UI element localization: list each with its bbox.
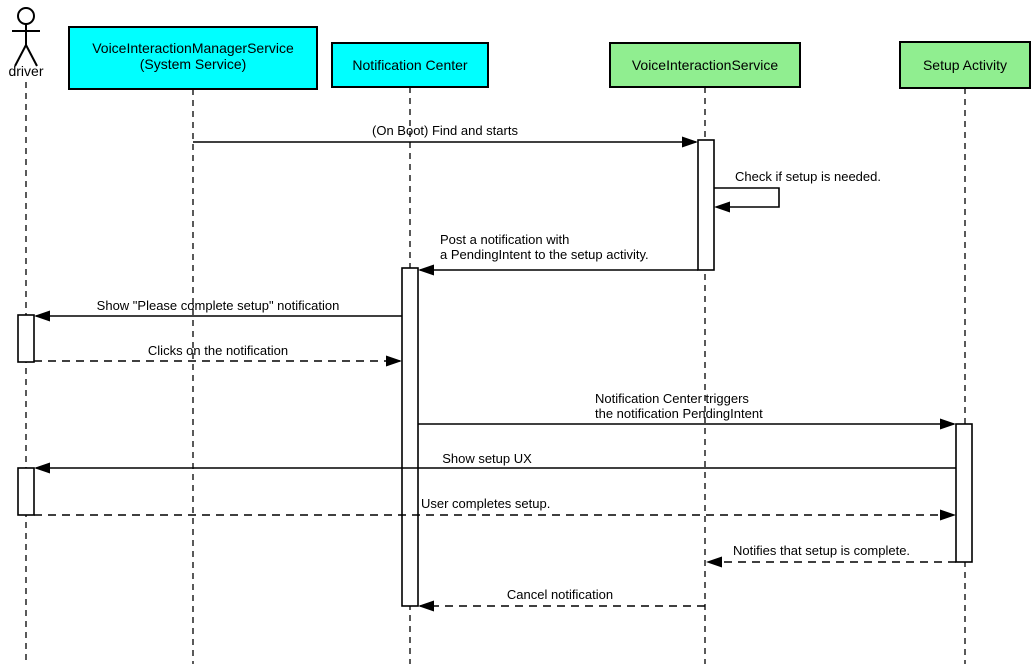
message-arrowhead-icon-cancel-notification bbox=[418, 600, 434, 612]
actor-label-driver: driver bbox=[8, 63, 43, 79]
message-arrowhead-icon-user-completes-setup bbox=[940, 509, 956, 521]
message-line-check-if-setup-is-needed bbox=[714, 187, 780, 208]
message-label-notifies-that-setup-is-complete: Notifies that setup is complete. bbox=[733, 543, 910, 558]
message-label-show-please-complete-setup-notification: Show "Please complete setup" notificatio… bbox=[97, 298, 340, 313]
message-arrowhead-icon-show-setup-ux bbox=[34, 462, 50, 474]
actor-head-icon bbox=[17, 7, 35, 25]
participant-label-voice-interaction-manager-service: (System Service) bbox=[140, 56, 247, 72]
activation-voice-interaction-service bbox=[697, 139, 715, 271]
message-label-notification-center-triggers-pendingintent: the notification PendingIntent bbox=[595, 406, 763, 421]
actor-leg-left-icon bbox=[14, 44, 27, 67]
message-label-post-a-notification-with-pendingintent: a PendingIntent to the setup activity. bbox=[440, 247, 649, 262]
message-label-clicks-on-the-notification: Clicks on the notification bbox=[148, 343, 288, 358]
message-label-cancel-notification: Cancel notification bbox=[507, 587, 613, 602]
message-arrowhead-icon-notification-center-triggers-pendingintent bbox=[940, 418, 956, 430]
participant-label-notification-center: Notification Center bbox=[352, 57, 468, 73]
activation-driver-2 bbox=[17, 467, 35, 516]
participant-box-voice-interaction-manager-service bbox=[68, 26, 318, 90]
participant-label-setup-activity: Setup Activity bbox=[923, 57, 1007, 73]
message-arrowhead-icon-check-if-setup-is-needed bbox=[714, 201, 730, 213]
message-label-check-if-setup-is-needed: Check if setup is needed. bbox=[735, 169, 881, 184]
participant-label-voice-interaction-service: VoiceInteractionService bbox=[632, 57, 779, 73]
message-label-user-completes-setup: User completes setup. bbox=[421, 496, 550, 511]
participant-box-voice-interaction-service bbox=[609, 42, 801, 88]
participant-label-voice-interaction-manager-service: VoiceInteractionManagerService bbox=[92, 40, 294, 56]
message-arrowhead-icon-notifies-that-setup-is-complete bbox=[706, 556, 722, 568]
message-label-on-boot-find-and-starts: (On Boot) Find and starts bbox=[372, 123, 518, 138]
activation-setup-activity bbox=[955, 423, 973, 563]
participant-box-setup-activity bbox=[899, 41, 1031, 89]
message-arrowhead-icon-clicks-on-the-notification bbox=[386, 355, 402, 367]
message-arrowhead-icon-show-please-complete-setup-notification bbox=[34, 310, 50, 322]
message-label-post-a-notification-with-pendingintent: Post a notification with bbox=[440, 232, 569, 247]
message-arrowhead-icon-on-boot-find-and-starts bbox=[682, 136, 698, 148]
message-label-notification-center-triggers-pendingintent: Notification Center triggers bbox=[595, 391, 749, 406]
participant-box-notification-center bbox=[331, 42, 489, 88]
activation-driver-1 bbox=[17, 314, 35, 363]
message-arrowhead-icon-post-a-notification-with-pendingintent bbox=[418, 264, 434, 276]
activation-notification-center bbox=[401, 267, 419, 607]
actor-leg-right-icon bbox=[25, 44, 38, 67]
message-label-show-setup-ux: Show setup UX bbox=[442, 451, 532, 466]
